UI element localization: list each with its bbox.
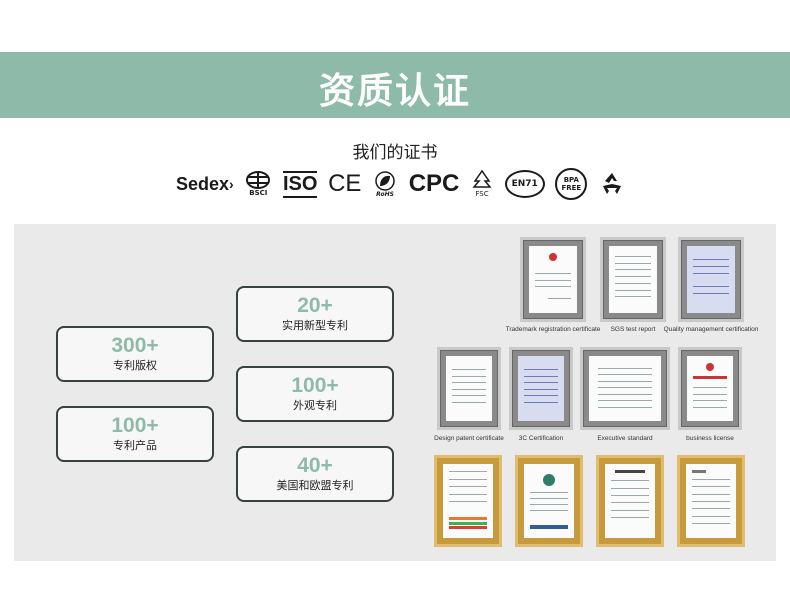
certificate-frame [677, 455, 745, 547]
certificate-document [687, 246, 735, 313]
certificate-frame [678, 347, 742, 430]
gold-framed-certificate-3 [596, 455, 664, 547]
certificate-caption: Executive standard [597, 435, 653, 442]
gold-framed-certificate-2 [515, 455, 583, 547]
certificate-document [524, 464, 574, 538]
stat-us-eu-patents: 40+ 美国和欧盟专利 [236, 446, 394, 502]
stat-number: 100+ [291, 374, 339, 397]
recycle-logo [598, 170, 626, 198]
certificate-caption: Trademark registration certificate [505, 326, 601, 333]
stat-label: 专利产品 [113, 439, 157, 452]
certificate-frame [596, 455, 664, 547]
fsc-logo: FSC [470, 170, 494, 198]
quality-management-certificate: Quality management certification [664, 237, 758, 333]
certificate-caption: Quality management certification [663, 326, 759, 333]
certificate-frame [678, 237, 744, 322]
certificate-document [589, 356, 661, 421]
ce-logo: CE [328, 170, 362, 197]
trademark-certificate: Trademark registration certificate [506, 237, 600, 333]
certificate-frame [434, 455, 502, 547]
gold-framed-certificate-4 [677, 455, 745, 547]
certificate-document [609, 246, 657, 313]
stat-number: 100+ [111, 414, 159, 437]
globe-icon [246, 171, 271, 189]
recycle-icon [602, 173, 621, 194]
leaf-icon [375, 170, 395, 191]
certificate-frame [580, 347, 670, 430]
stat-patent-products: 100+ 专利产品 [56, 406, 214, 462]
sgs-test-report: SGS test report [600, 237, 666, 333]
certificate-document [605, 464, 655, 538]
business-license: business license [678, 347, 742, 442]
certificate-frame [437, 347, 501, 430]
en71-logo: EN71 [504, 170, 545, 198]
certificate-document [687, 356, 733, 421]
certificate-document [686, 464, 736, 538]
bsci-logo: BSCI [244, 171, 272, 197]
tree-icon [472, 170, 492, 188]
iso-logo: ISO [283, 170, 318, 198]
certificate-document [443, 464, 493, 538]
certificate-caption: Design patent certificate [434, 435, 504, 442]
certificate-caption: business license [686, 435, 734, 442]
header-banner: 资质认证 [0, 52, 790, 118]
page-title: 资质认证 [318, 71, 471, 112]
certificate-frame [509, 347, 573, 430]
certificate-document [529, 246, 577, 313]
rohs-logo: RoHS [372, 170, 398, 198]
stat-utility-model-patents: 20+ 实用新型专利 [236, 286, 394, 342]
certification-logos-row: Sedex› BSCI ISO CE RoHS CPC FSC EN71 BPA… [176, 166, 626, 202]
3c-certification: 3C Certification [509, 347, 573, 442]
stat-patent-copyright: 300+ 专利版权 [56, 326, 214, 382]
certificate-frame [515, 455, 583, 547]
stat-label: 美国和欧盟专利 [276, 479, 354, 492]
certificate-frame [520, 237, 586, 322]
stat-number: 40+ [297, 454, 333, 477]
stat-label: 外观专利 [293, 399, 337, 412]
stat-number: 300+ [111, 334, 159, 357]
stat-number: 20+ [297, 294, 333, 317]
cpc-logo: CPC [408, 170, 460, 197]
stat-label: 实用新型专利 [282, 319, 348, 332]
certificate-document [518, 356, 564, 421]
certificate-document [446, 356, 492, 421]
certificate-caption: 3C Certification [518, 435, 564, 442]
gold-framed-certificate-1 [434, 455, 502, 547]
certificate-frame [600, 237, 666, 322]
certificate-caption: SGS test report [610, 326, 656, 333]
design-patent-certificate: Design patent certificate [434, 347, 504, 442]
stat-label: 专利版权 [113, 359, 157, 372]
bpa-free-logo: BPA FREE [555, 168, 588, 200]
sedex-logo: Sedex› [176, 173, 234, 194]
executive-standard: Executive standard [580, 347, 670, 442]
stat-design-patents: 100+ 外观专利 [236, 366, 394, 422]
section-subtitle: 我们的证书 [352, 143, 438, 163]
